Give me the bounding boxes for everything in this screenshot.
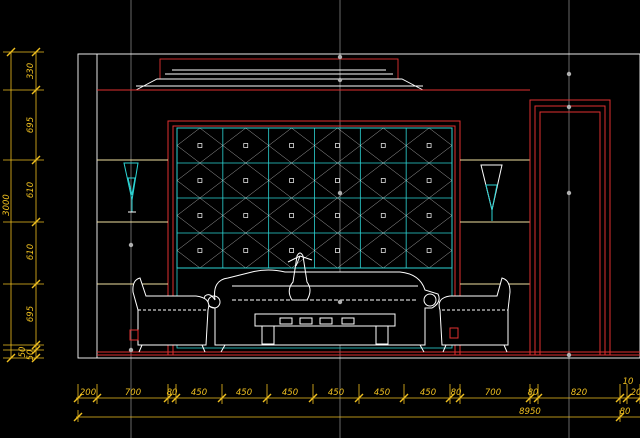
vdim-label-4: 610 bbox=[26, 244, 36, 260]
hdim-tick bbox=[217, 393, 227, 403]
hdim-tick bbox=[171, 393, 181, 403]
hdim-right-extra-label: 80 bbox=[620, 407, 631, 417]
vdim-label-6: 50 bbox=[18, 347, 28, 358]
vdim-label-1: 330 bbox=[26, 63, 36, 79]
hdim-tick bbox=[615, 393, 625, 403]
vdim-total-tick bbox=[6, 47, 16, 57]
hdim-label-15: 20 bbox=[631, 388, 640, 398]
hdim-tick bbox=[455, 393, 465, 403]
vdim-tick bbox=[31, 217, 41, 227]
vdim-tick bbox=[31, 47, 41, 57]
panel-button bbox=[289, 248, 294, 253]
vdim-label-2: 695 bbox=[26, 117, 36, 133]
coffee-table-icon bbox=[254, 313, 396, 345]
panel-button bbox=[197, 248, 203, 253]
panel-button bbox=[335, 248, 340, 253]
vdim-total-tick bbox=[6, 353, 16, 363]
hdim-label-12: 80 bbox=[528, 388, 539, 398]
construction-points bbox=[128, 54, 572, 358]
hdim-label-11: 700 bbox=[485, 388, 501, 398]
hdim-label-2: 700 bbox=[125, 388, 141, 398]
hdim-total-tick bbox=[73, 412, 83, 422]
hdim-label-4: 450 bbox=[191, 388, 207, 398]
vertical-dimension-chain bbox=[3, 47, 44, 363]
panel-button bbox=[243, 143, 249, 148]
hdim-label-1: 200 bbox=[80, 388, 96, 398]
panel-button bbox=[289, 178, 294, 183]
panel-button bbox=[426, 248, 432, 253]
armchair-right-icon bbox=[438, 277, 511, 353]
hdim-total-label: 8950 bbox=[519, 407, 541, 417]
hdim-label-10: 80 bbox=[451, 388, 462, 398]
panel-button bbox=[289, 143, 294, 148]
vdim-tick bbox=[31, 345, 41, 355]
panel-button bbox=[197, 178, 203, 183]
vdim-label-3: 610 bbox=[26, 182, 36, 198]
vdim-label-5: 695 bbox=[26, 306, 36, 322]
hdim-label-7: 450 bbox=[328, 388, 344, 398]
hdim-label-8: 450 bbox=[374, 388, 390, 398]
panel-button bbox=[243, 213, 249, 218]
horizontal-dimension-chain bbox=[73, 384, 640, 422]
hdim-label-5: 450 bbox=[236, 388, 252, 398]
panel-button bbox=[289, 213, 294, 218]
hdim-tick bbox=[163, 393, 173, 403]
vdim-tick bbox=[31, 155, 41, 165]
vdim-tick bbox=[31, 353, 41, 363]
hdim-tick bbox=[262, 393, 272, 403]
panel-button bbox=[380, 143, 386, 148]
vdim-tick bbox=[31, 340, 41, 350]
panel-button bbox=[197, 143, 203, 148]
dimension-labels: 330 695 610 610 695 50 50 3000 200 700 8… bbox=[2, 63, 640, 417]
ceiling-cornice bbox=[97, 58, 530, 91]
panel-button bbox=[335, 143, 340, 148]
panel-button bbox=[380, 178, 386, 183]
wall-lamp-left-icon bbox=[123, 162, 139, 213]
panel-button bbox=[380, 213, 386, 218]
hdim-label-6: 450 bbox=[282, 388, 298, 398]
hdim-tick bbox=[354, 393, 364, 403]
hdim-tick bbox=[533, 393, 543, 403]
panel-button bbox=[380, 248, 386, 253]
panel-button bbox=[426, 143, 432, 148]
vdim-total-label: 3000 bbox=[2, 194, 12, 216]
hdim-tick bbox=[92, 393, 102, 403]
niche-shelves bbox=[97, 159, 530, 285]
vdim-label-7: 50 bbox=[26, 350, 36, 361]
panel-button bbox=[335, 178, 340, 183]
hdim-label-9: 450 bbox=[420, 388, 436, 398]
hdim-tick bbox=[635, 397, 640, 403]
panel-button bbox=[243, 178, 249, 183]
hdim-tick bbox=[525, 393, 535, 403]
hdim-label-14: 10 bbox=[623, 377, 634, 387]
hdim-tick bbox=[308, 393, 318, 403]
skirting bbox=[97, 351, 640, 356]
upholstered-panel-grid bbox=[176, 127, 453, 349]
wall-lamp-right-icon bbox=[480, 164, 503, 221]
panel-button bbox=[243, 248, 249, 253]
hdim-tick bbox=[399, 393, 409, 403]
vdim-tick bbox=[31, 85, 41, 95]
sofa-icon bbox=[203, 269, 440, 353]
panel-button bbox=[426, 213, 432, 218]
armchair-left-icon bbox=[129, 277, 210, 353]
hdim-total-tick bbox=[615, 412, 625, 422]
hdim-tick bbox=[622, 393, 632, 403]
hdim-tick bbox=[445, 393, 455, 403]
floor-vase-icon bbox=[287, 252, 313, 301]
wall-outline bbox=[77, 53, 640, 359]
vdim-tick bbox=[31, 279, 41, 289]
panel-button bbox=[426, 178, 432, 183]
panel-button bbox=[335, 213, 340, 218]
hdim-label-13: 820 bbox=[571, 388, 587, 398]
panel-button bbox=[197, 213, 203, 218]
hdim-label-3: 80 bbox=[167, 388, 178, 398]
hdim-tick bbox=[73, 393, 83, 403]
